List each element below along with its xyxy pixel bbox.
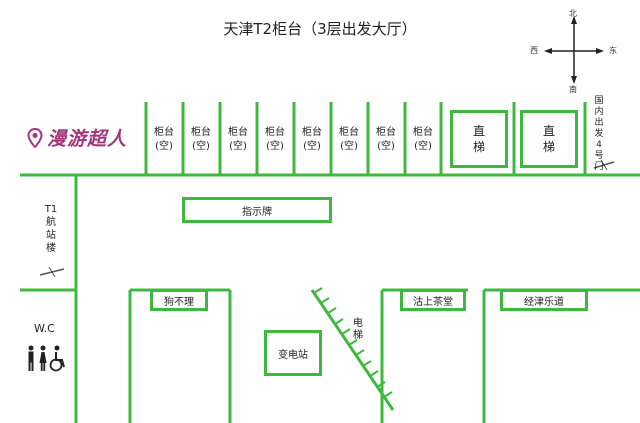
- restroom-icon: [28, 345, 65, 372]
- wc-label: W.C: [34, 322, 55, 335]
- elevator-1-label: 直 梯: [472, 124, 485, 154]
- elevator-1: 直 梯: [450, 110, 508, 168]
- counter-8: 柜台 (空): [413, 127, 433, 152]
- counter-4: 柜台 (空): [265, 127, 285, 152]
- tea-house-shop: 沽上茶堂: [400, 289, 466, 311]
- brand-name: 漫游超人: [47, 128, 128, 150]
- signboard-label: 指示牌: [242, 206, 272, 218]
- elevator-2: 直 梯: [520, 110, 578, 168]
- jinle-shop: 经津乐道: [500, 289, 588, 311]
- t1-terminal-label: T1 航 站 楼: [44, 204, 58, 254]
- airplane-icon: [39, 266, 65, 278]
- counter-3: 柜台 (空): [228, 127, 248, 152]
- counter-6: 柜台 (空): [339, 127, 359, 152]
- elevator-2-label: 直 梯: [542, 124, 555, 154]
- compass-west-label: 西: [530, 46, 538, 55]
- brand-logo: 漫游超人: [27, 124, 127, 151]
- tea-house-label: 沽上茶堂: [413, 296, 453, 308]
- signboard: 指示牌: [182, 197, 332, 223]
- compass-east-label: 东: [609, 46, 617, 55]
- jinle-label: 经津乐道: [524, 296, 564, 308]
- compass-south-label: 南: [569, 85, 577, 94]
- substation-label: 变电站: [278, 349, 308, 361]
- airplane-icon: [593, 159, 615, 171]
- escalator-label: 电 梯: [353, 318, 363, 341]
- counter-7: 柜台 (空): [376, 127, 396, 152]
- goubuli-label: 狗不理: [164, 296, 194, 308]
- substation: 变电站: [264, 330, 322, 376]
- page-title: 天津T2柜台（3层出发大厅）: [223, 20, 417, 38]
- domestic-gate-4-label: 国 内 出 发 4 号 门: [594, 96, 604, 172]
- counter-2: 柜台 (空): [191, 127, 211, 152]
- compass-north-label: 北: [569, 9, 577, 18]
- compass-icon: [544, 16, 604, 84]
- counter-1: 柜台 (空): [154, 127, 174, 152]
- location-pin-icon: [27, 127, 43, 148]
- counter-5: 柜台 (空): [302, 127, 322, 152]
- goubuli-shop: 狗不理: [150, 289, 208, 311]
